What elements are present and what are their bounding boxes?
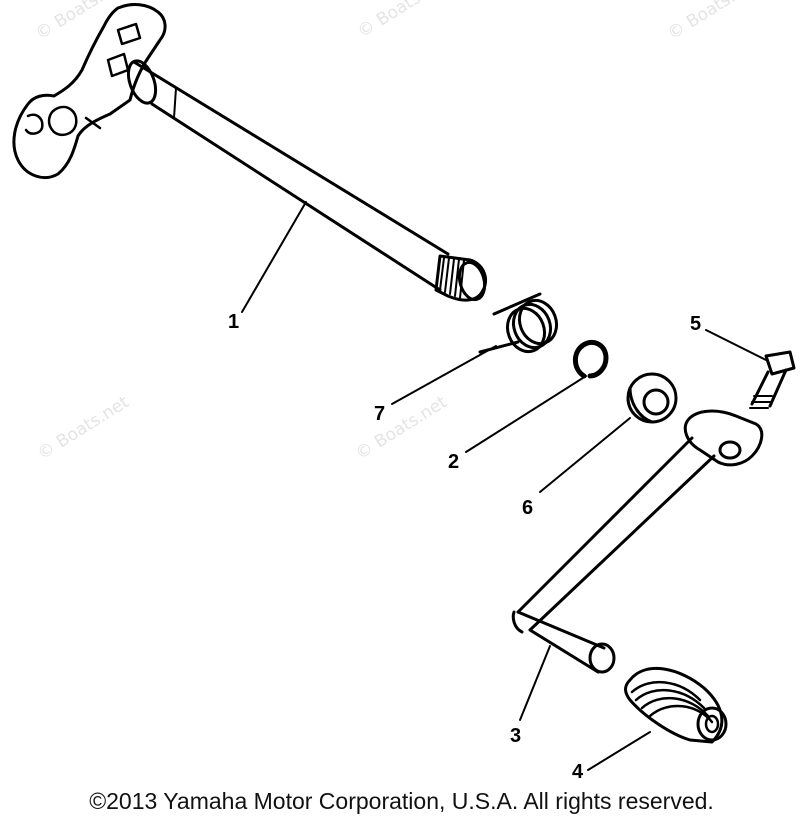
callout-1: 1 [228, 311, 239, 333]
callout-2: 2 [448, 451, 459, 473]
leader-6 [539, 417, 631, 493]
leader-1 [241, 201, 307, 313]
callout-7: 7 [374, 403, 385, 425]
watermark-1: © Boats.net [32, 0, 131, 44]
part-7-spring [478, 292, 559, 354]
part-2-circlip [573, 340, 609, 379]
part-1-shift-shaft [12, 3, 487, 302]
callout-4: 4 [572, 761, 584, 783]
copyright-notice: ©2013 Yamaha Motor Corporation, U.S.A. A… [89, 788, 714, 814]
leader-5 [705, 329, 767, 361]
watermark-3: © Boats.net [664, 0, 763, 44]
part-5-bolt [749, 350, 796, 409]
part-4-rubber [624, 666, 728, 744]
part-3-shift-pedal [511, 409, 764, 674]
callout-3: 3 [510, 725, 521, 747]
part-6-oil-seal [626, 372, 678, 424]
callout-5: 5 [690, 313, 701, 335]
watermark-4: © Boats.net [34, 392, 133, 464]
leader-3 [519, 645, 551, 721]
callout-labels: 1 7 2 6 5 3 4 [228, 311, 701, 783]
callout-6: 6 [522, 497, 533, 519]
bolt-thread [749, 395, 773, 409]
leader-2 [465, 375, 587, 453]
watermark-5: © Boats.net [352, 392, 451, 464]
leader-4 [587, 731, 651, 771]
leader-7 [391, 345, 497, 405]
leader-lines [241, 201, 767, 771]
watermark-2: © Boats.net [354, 0, 453, 42]
